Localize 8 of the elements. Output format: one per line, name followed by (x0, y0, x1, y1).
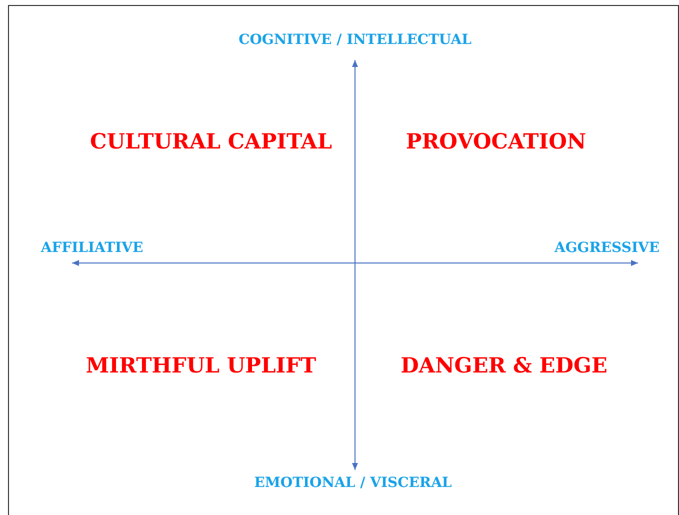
quadrant-label: CULTURAL CAPITAL (90, 130, 332, 152)
axis-label: COGNITIVE / INTELLECTUAL (238, 33, 472, 47)
axis-label: AFFILIATIVE (40, 241, 144, 255)
quadrant-label: MIRTHFUL UPLIFT (86, 354, 316, 376)
axis-label: EMOTIONAL / VISCERAL (254, 476, 452, 490)
axis-label: AGGRESSIVE (554, 241, 660, 255)
quadrant-label: PROVOCATION (406, 130, 586, 152)
quadrant-label: DANGER & EDGE (400, 354, 608, 376)
